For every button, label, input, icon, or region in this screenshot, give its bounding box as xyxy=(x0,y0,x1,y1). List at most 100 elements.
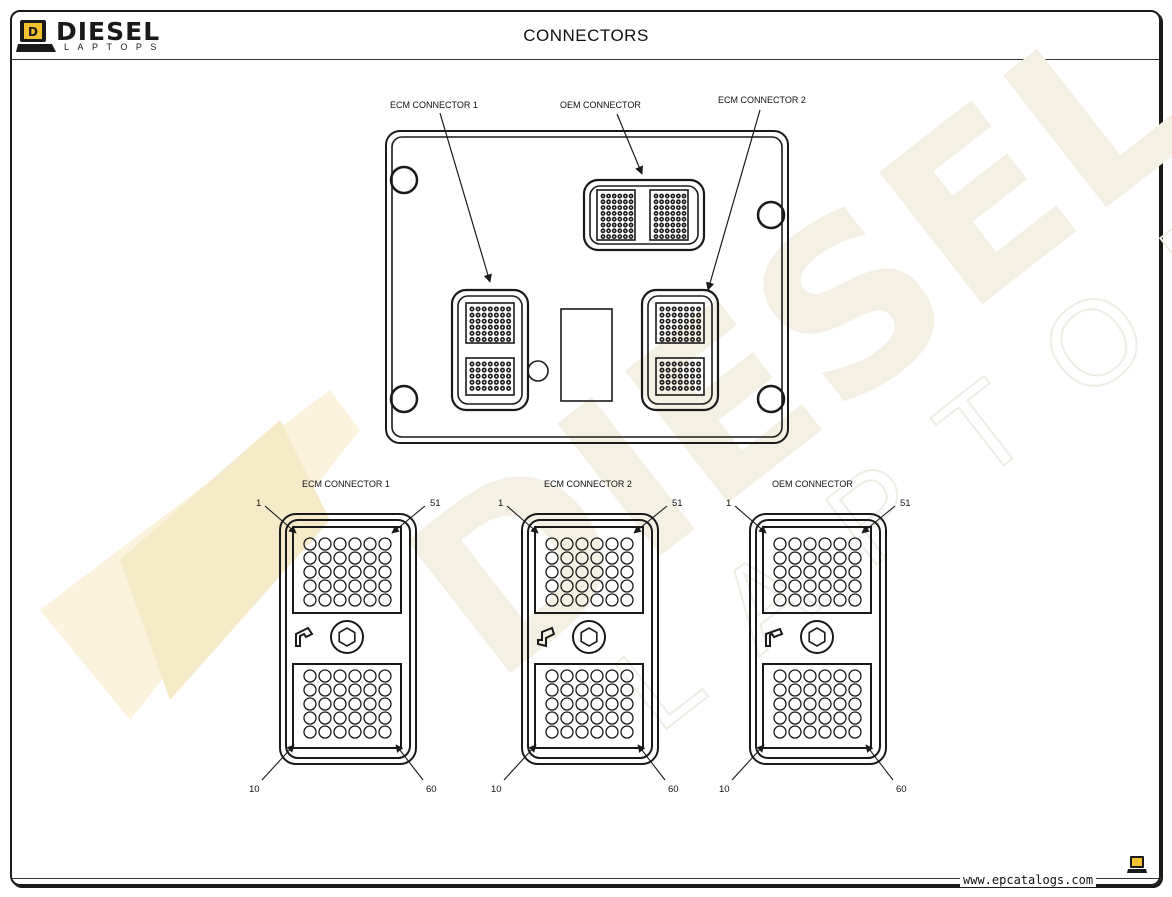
ecm-module xyxy=(385,130,789,444)
pin-hole xyxy=(493,306,499,312)
pin-hole xyxy=(818,683,832,697)
pin-hole xyxy=(773,725,787,739)
pin-hole xyxy=(681,216,687,222)
pin-hole xyxy=(333,683,347,697)
pin-hole xyxy=(803,565,817,579)
pin-hole xyxy=(348,683,362,697)
pin-hole xyxy=(600,193,606,199)
pin-hole xyxy=(665,324,671,330)
pin-hole xyxy=(499,312,505,318)
pin-hole xyxy=(499,385,505,391)
pin-hole xyxy=(676,210,681,216)
pin-hole xyxy=(620,725,634,739)
pin-hole xyxy=(545,725,559,739)
pin-hole xyxy=(689,361,695,367)
pin-hole xyxy=(670,199,676,205)
pin-hole xyxy=(575,537,589,551)
pin-hole xyxy=(481,361,487,367)
pin-hole xyxy=(683,324,689,330)
pin-hole xyxy=(487,385,493,391)
pin-hole xyxy=(493,367,499,373)
pin-hole xyxy=(696,385,702,391)
pin-hole xyxy=(499,361,505,367)
pin-hole xyxy=(683,318,689,324)
pin-hole xyxy=(333,725,347,739)
pin-hole xyxy=(696,324,702,330)
pin-hole xyxy=(481,379,487,385)
pin-hole xyxy=(689,379,695,385)
pin-hole xyxy=(788,697,802,711)
pin-hole xyxy=(620,683,634,697)
pin-hole xyxy=(803,669,817,683)
pin-hole xyxy=(653,216,659,222)
pin-hole xyxy=(659,379,665,385)
pin-hole xyxy=(818,537,832,551)
footer-divider xyxy=(12,878,1159,879)
pin-hole xyxy=(848,579,862,593)
pin-hole xyxy=(689,373,695,379)
pin-hole xyxy=(348,725,362,739)
pin-label-1: 1 xyxy=(726,498,731,509)
pin-hole xyxy=(818,593,832,607)
pin-label-10: 10 xyxy=(491,784,502,795)
pin-hole xyxy=(600,234,606,240)
pin-hole xyxy=(773,683,787,697)
pin-hole xyxy=(788,593,802,607)
pin-hole xyxy=(677,330,683,336)
pin-hole xyxy=(670,210,676,216)
pin-hole xyxy=(605,579,619,593)
pin-hole xyxy=(506,318,512,324)
pin-hole xyxy=(545,551,559,565)
pin-hole xyxy=(683,361,689,367)
pin-hole xyxy=(818,669,832,683)
pin-hole xyxy=(689,336,695,342)
pin-hole xyxy=(623,216,628,222)
pin-hole xyxy=(659,318,665,324)
pin-hole xyxy=(600,216,606,222)
pin-hole xyxy=(696,330,702,336)
ecm1-arrow xyxy=(439,112,492,283)
pin-hole xyxy=(653,222,659,228)
pin-hole xyxy=(803,537,817,551)
pin-hole xyxy=(670,222,676,228)
pin-hole xyxy=(303,683,317,697)
pin-hole xyxy=(676,199,681,205)
pin-hole xyxy=(560,537,574,551)
pin-hole xyxy=(659,312,665,318)
pin-hole xyxy=(681,193,687,199)
pin-hole xyxy=(665,306,671,312)
pin-hole xyxy=(303,565,317,579)
pin-hole xyxy=(590,551,604,565)
pin-hole xyxy=(590,697,604,711)
pin-hole xyxy=(676,193,681,199)
pin-hole xyxy=(696,361,702,367)
pin-hole xyxy=(560,683,574,697)
pin-hole xyxy=(653,199,659,205)
pin-hole xyxy=(605,551,619,565)
pin-hole xyxy=(833,683,847,697)
pin-hole xyxy=(671,336,677,342)
pin-hole xyxy=(664,210,670,216)
pin-hole xyxy=(671,361,677,367)
pin-hole xyxy=(318,537,332,551)
pin-hole xyxy=(303,711,317,725)
pin-hole xyxy=(659,367,665,373)
connector-detail-label: ECM CONNECTOR 2 xyxy=(544,479,632,489)
pin-hole xyxy=(506,379,512,385)
pin-hole xyxy=(493,373,499,379)
pin-hole xyxy=(665,361,671,367)
pin-hole xyxy=(606,234,612,240)
pin-hole xyxy=(653,205,659,211)
pin-hole xyxy=(378,683,392,697)
pin-hole xyxy=(605,683,619,697)
pin-hole xyxy=(378,579,392,593)
pin-hole xyxy=(803,711,817,725)
pin-hole xyxy=(671,318,677,324)
pin-hole xyxy=(333,697,347,711)
pin-hole xyxy=(560,725,574,739)
pin-label-10: 10 xyxy=(249,784,260,795)
ecm-connector-1-label: ECM CONNECTOR 1 xyxy=(390,100,478,110)
pin-hole xyxy=(333,593,347,607)
pin-hole xyxy=(664,228,670,234)
pin-hole xyxy=(318,669,332,683)
